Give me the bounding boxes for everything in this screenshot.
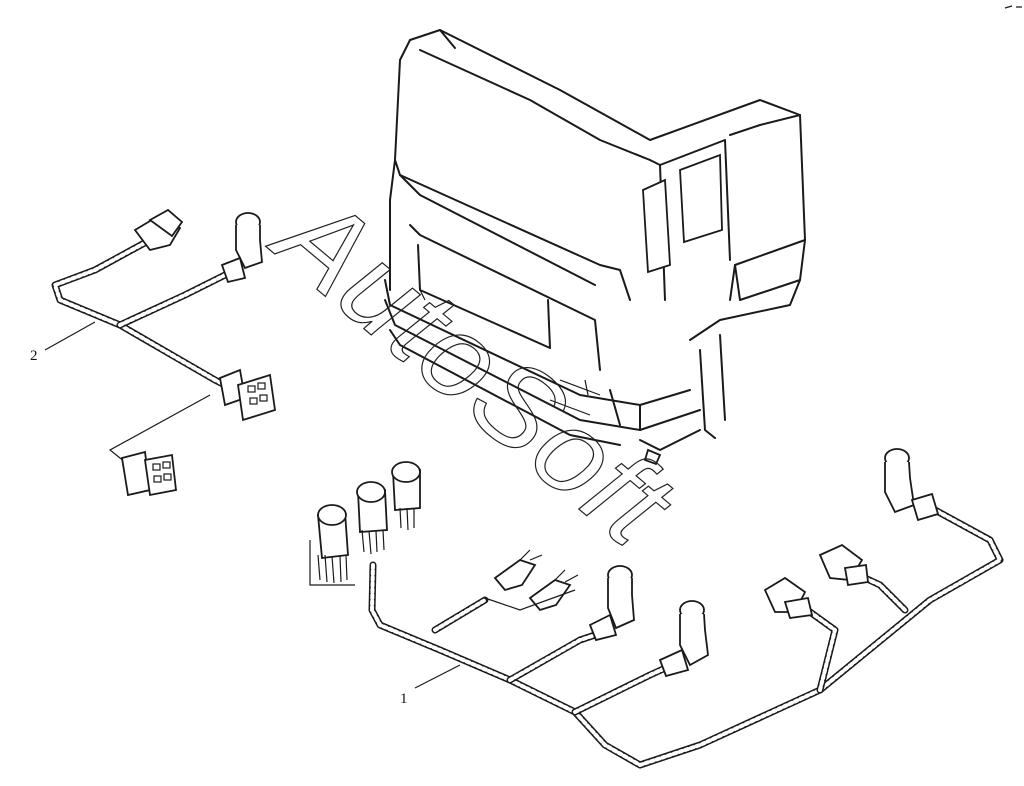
wiring-harness-2: 2 xyxy=(30,208,276,497)
callout-1: 1 xyxy=(400,691,408,707)
round-connector-group xyxy=(309,461,421,586)
elbow-connector xyxy=(588,565,635,642)
elbow-connector xyxy=(220,212,263,284)
watermark-text: AutoSoft xyxy=(249,165,699,573)
plug-connector xyxy=(133,208,184,252)
plug-connector xyxy=(818,543,869,587)
elbow-connector xyxy=(884,448,940,522)
corner-mark xyxy=(1004,5,1022,9)
block-connector xyxy=(120,450,177,497)
watermark: AutoSoft xyxy=(248,164,699,573)
wiring-harness-1: 1 xyxy=(309,448,1004,769)
block-connector xyxy=(218,368,276,422)
bulb-socket xyxy=(484,549,579,612)
truck-cab xyxy=(384,29,806,466)
plug-connector xyxy=(763,576,814,619)
elbow-connector xyxy=(658,600,709,678)
callout-2: 2 xyxy=(30,348,38,364)
